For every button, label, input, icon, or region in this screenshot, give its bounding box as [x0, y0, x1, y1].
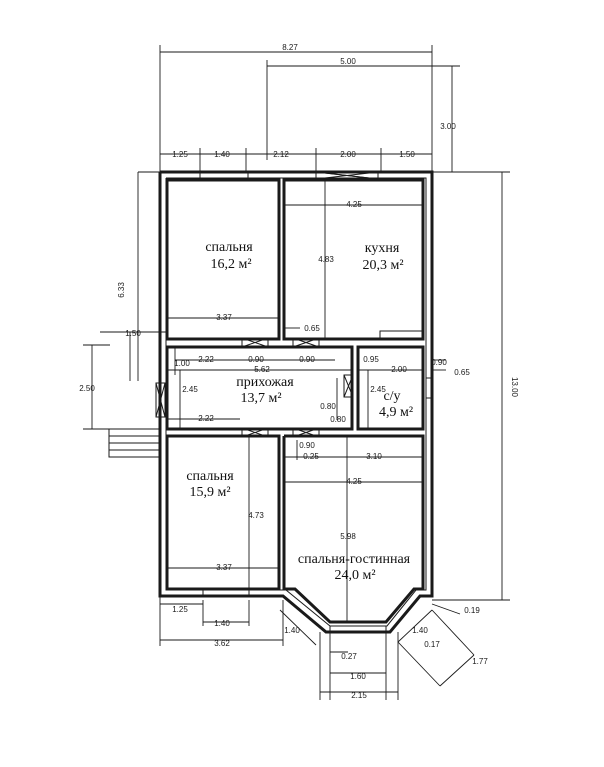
dim-bath-win-2: 0.65	[454, 368, 470, 377]
room-area-hall: 13,7 м²	[240, 391, 281, 406]
dim-bay-side-left: 1.40	[284, 626, 300, 635]
dim-bottom-total: 3.62	[214, 639, 230, 648]
dim-top-ext-height: 3.00	[440, 122, 456, 131]
dim-hall-inner-2: 0.80	[330, 415, 346, 424]
dim-top-seg-4: 2.00	[340, 150, 356, 159]
dim-hall-top-left: 2.22	[198, 355, 214, 364]
room-name-bedroom2: спальня	[186, 469, 234, 484]
dim-bath-height: 2.45	[370, 385, 386, 394]
dim-left-upper: 6.33	[117, 282, 126, 298]
dim-bay-side-right: 1.40	[412, 626, 428, 635]
dim-living-offset: 0.25	[303, 452, 319, 461]
dim-top-seg-2: 1.40	[214, 150, 230, 159]
dim-hall-width: 5.62	[254, 365, 270, 374]
room-name-hall: прихожая	[236, 375, 294, 390]
room-area-bedroom2: 15,9 м²	[189, 485, 230, 500]
dim-living-door: 0.90	[299, 441, 315, 450]
dim-kitchen-width: 4.25	[346, 200, 362, 209]
dim-bay-depth: 1.77	[472, 657, 488, 666]
dim-bath-win-1: 0.90	[431, 358, 447, 367]
dim-living-height: 5.98	[340, 532, 356, 541]
dimension-lines	[83, 45, 510, 700]
dim-bath-width: 2.00	[391, 365, 407, 374]
dim-hall-small: 1.00	[174, 359, 190, 368]
room-name-living: спальня-гостинная	[298, 552, 411, 567]
dim-kitchen-height: 4.83	[318, 255, 334, 264]
room-area-bath: 4,9 м²	[379, 405, 413, 420]
dim-hall-height: 2.45	[182, 385, 198, 394]
dim-top-seg-1: 1.25	[172, 150, 188, 159]
room-area-living: 24,0 м²	[334, 568, 375, 583]
dim-bottom-seg-1: 1.25	[172, 605, 188, 614]
dim-hall-inner-1: 0.80	[320, 402, 336, 411]
dim-left-entry: 1.50	[125, 329, 141, 338]
dim-living-top: 3.10	[366, 452, 382, 461]
dim-hall-door-2: 0.90	[299, 355, 315, 364]
openings	[155, 171, 433, 633]
dim-bath-door: 0.95	[363, 355, 379, 364]
dim-hall-bottom: 2.22	[198, 414, 214, 423]
dim-total-width: 8.27	[282, 43, 298, 52]
dim-bay-inset: 0.27	[341, 652, 357, 661]
dim-bay-corner-2: 0.17	[424, 640, 440, 649]
room-labels: спальня 16,2 м² кухня 20,3 м² прихожая 1…	[186, 240, 413, 583]
dim-kitchen-door: 0.65	[304, 324, 320, 333]
dim-bedroom2-width: 3.37	[216, 563, 232, 572]
dimension-labels: 8.27 5.00 3.00 1.25 1.40 2.12 2.00 1.50 …	[79, 43, 519, 700]
room-name-kitchen: кухня	[365, 241, 400, 256]
room-name-bedroom1: спальня	[205, 240, 253, 255]
room-name-bath: с/у	[383, 389, 400, 404]
dim-hall-door-1: 0.90	[248, 355, 264, 364]
dim-left-porch: 2.50	[79, 384, 95, 393]
dim-bottom-seg-2: 1.40	[214, 619, 230, 628]
dim-bedroom2-height: 4.73	[248, 511, 264, 520]
room-area-kitchen: 20,3 м²	[362, 258, 403, 273]
dim-bay-front: 2.15	[351, 691, 367, 700]
dim-top-seg-5: 1.50	[399, 150, 415, 159]
dim-right-total: 13.00	[510, 377, 519, 398]
walls	[108, 170, 434, 634]
dim-living-width: 4.25	[346, 477, 362, 486]
room-area-bedroom1: 16,2 м²	[210, 257, 251, 272]
dim-top-ext-width: 5.00	[340, 57, 356, 66]
dim-bedroom1-width: 3.37	[216, 313, 232, 322]
dim-top-seg-3: 2.12	[273, 150, 289, 159]
dim-bay-window: 1.60	[350, 672, 366, 681]
dim-bay-corner-1: 0.19	[464, 606, 480, 615]
